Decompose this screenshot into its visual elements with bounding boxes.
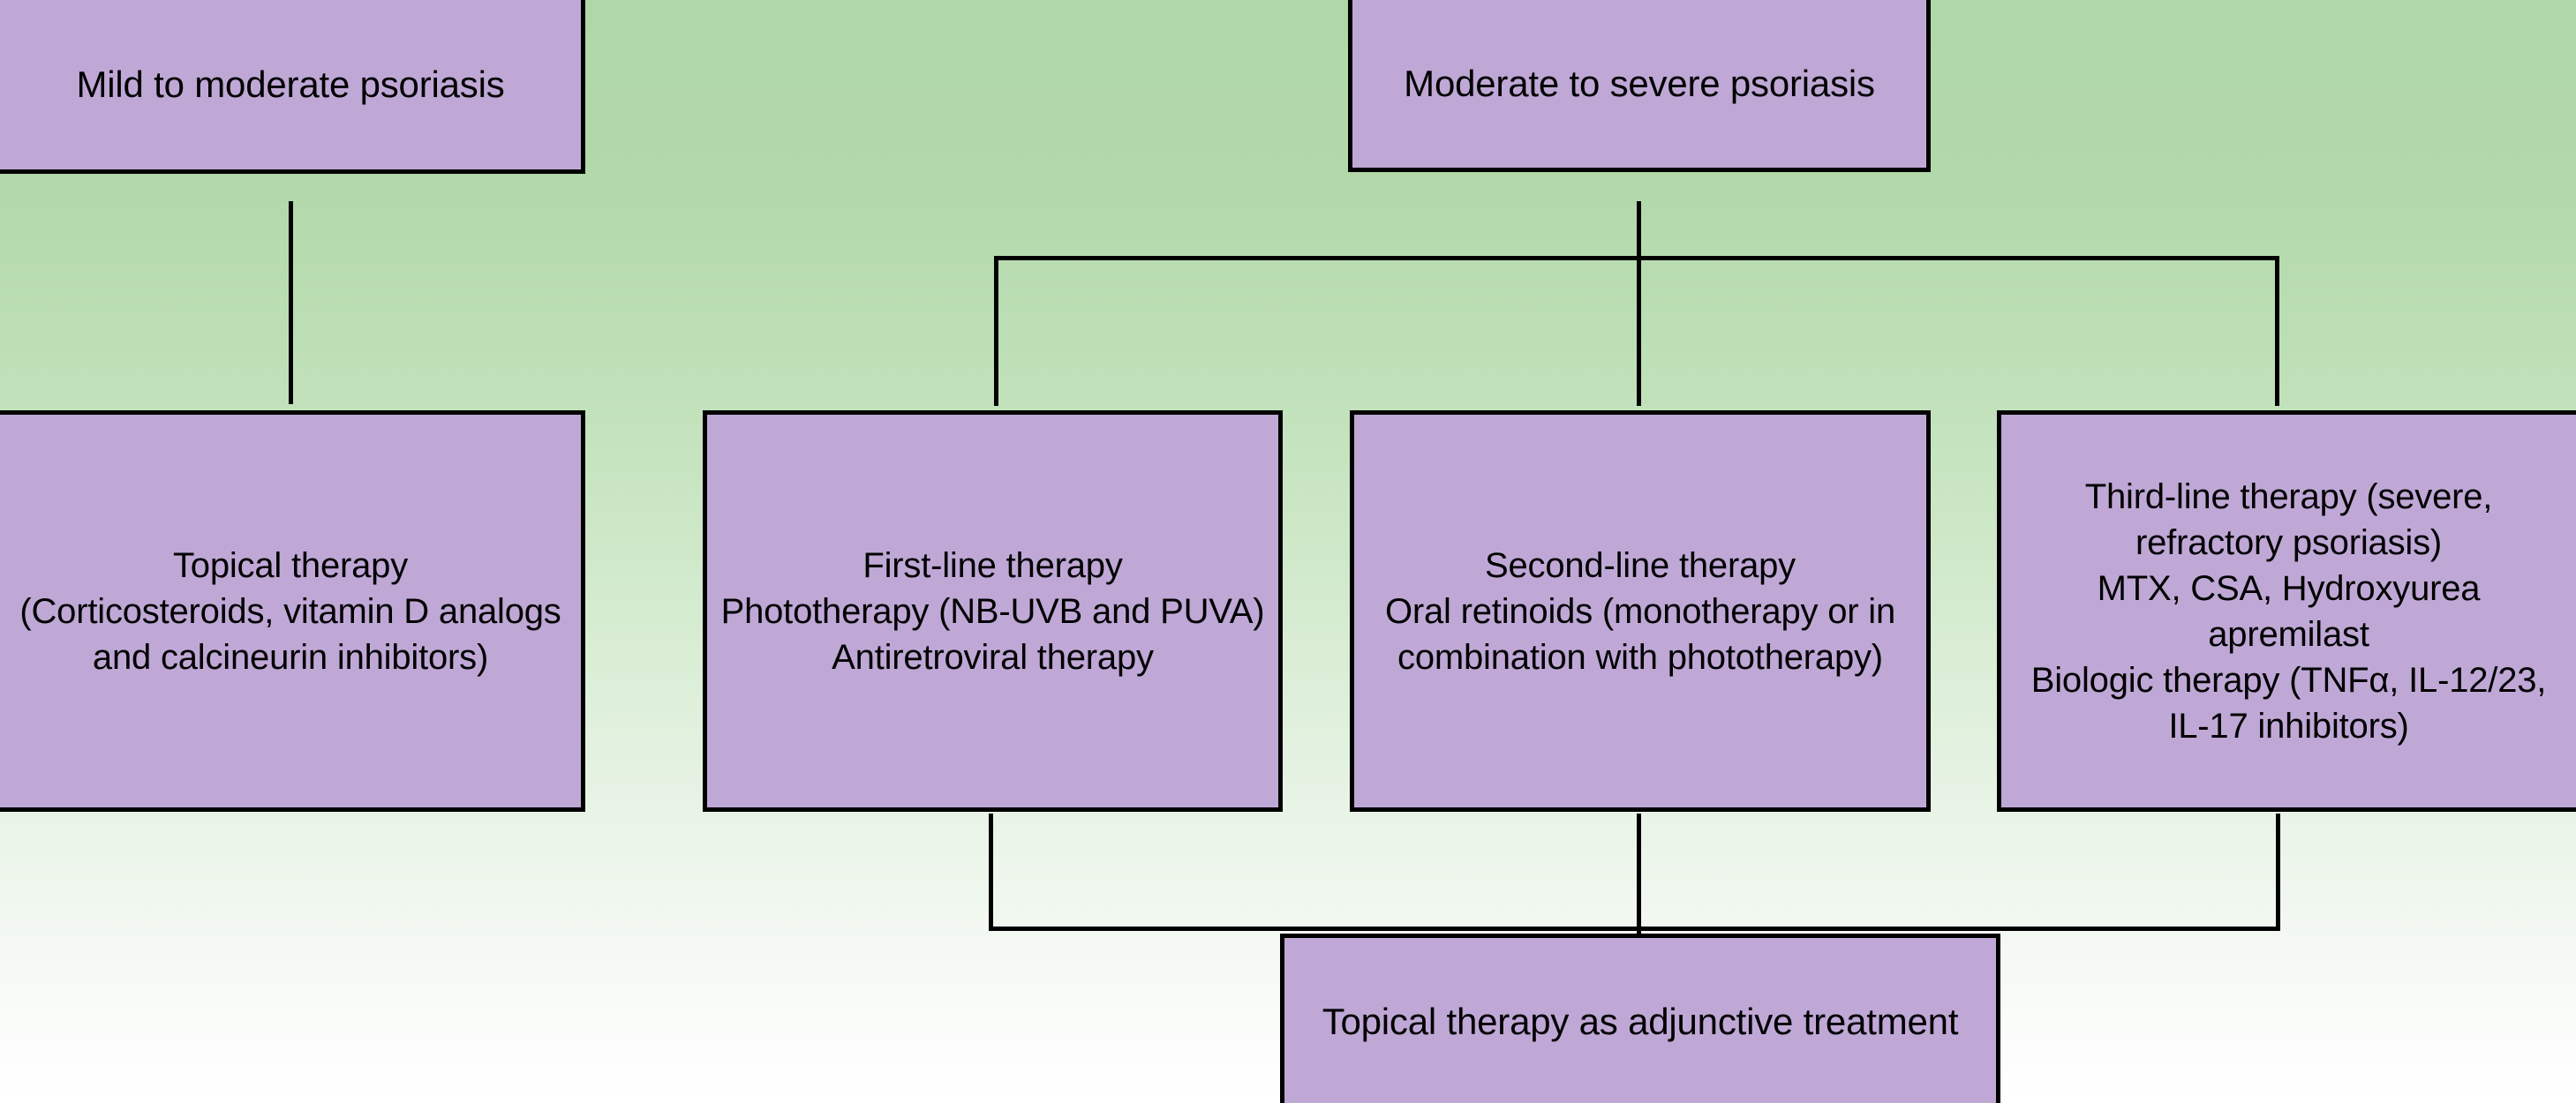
- connector-mild-to-topical: [289, 201, 293, 404]
- node-label: First-line therapy Phototherapy (NB-UVB …: [720, 545, 1265, 677]
- node-moderate-to-severe-psoriasis: Moderate to severe psoriasis: [1348, 0, 1931, 172]
- node-label: Moderate to severe psoriasis: [1404, 62, 1875, 104]
- node-label: Third-line therapy (severe, refractory p…: [2030, 476, 2547, 746]
- node-topical-therapy-adjunctive: Topical therapy as adjunctive treatment: [1280, 934, 2000, 1103]
- connector-moderate-severe-drop: [1637, 201, 1641, 406]
- connector-third-line-down: [2276, 814, 2280, 930]
- node-label: Mild to moderate psoriasis: [76, 63, 505, 105]
- connector-bottom-horizontal-bar: [989, 927, 2280, 931]
- node-second-line-therapy: Second-line therapy Oral retinoids (mono…: [1350, 410, 1931, 812]
- node-label: Topical therapy as adjunctive treatment: [1322, 1000, 1959, 1042]
- node-label: Second-line therapy Oral retinoids (mono…: [1384, 545, 1896, 677]
- connector-to-first-line: [994, 256, 998, 406]
- connector-to-third-line: [2275, 256, 2279, 406]
- connector-moderate-severe-horizontal-bar: [994, 256, 2279, 260]
- node-third-line-therapy: Third-line therapy (severe, refractory p…: [1997, 410, 2576, 812]
- node-first-line-therapy: First-line therapy Phototherapy (NB-UVB …: [703, 410, 1283, 812]
- node-mild-to-moderate-psoriasis: Mild to moderate psoriasis: [0, 0, 585, 174]
- node-topical-therapy: Topical therapy (Corticosteroids, vitami…: [0, 410, 585, 812]
- node-label: Topical therapy (Corticosteroids, vitami…: [19, 545, 561, 677]
- connector-first-line-down: [989, 814, 993, 930]
- connector-second-line-down: [1637, 814, 1641, 930]
